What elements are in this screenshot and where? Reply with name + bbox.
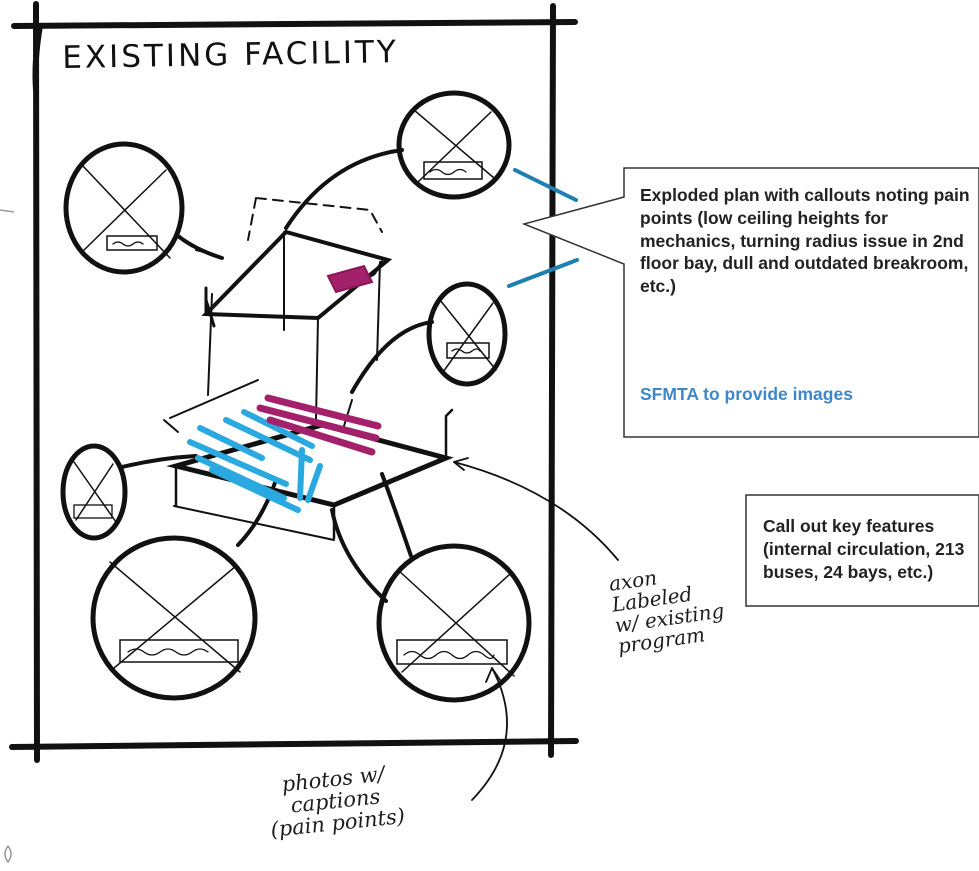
callout-action-text: SFMTA to provide images [640, 384, 853, 404]
axon-lower-floor [163, 379, 454, 541]
annotation-photos: photos w/ captions (pain points) [269, 761, 406, 842]
lower-floor-bays [187, 409, 323, 513]
upper-floor-highlight [326, 264, 374, 294]
sketch-title: EXISTING FACILITY [62, 34, 400, 76]
photo-bubble-bottom-right [376, 543, 532, 703]
photo-bubble-mid-right [426, 281, 508, 387]
annotation-axon: axon Labeled w/ existing program [607, 565, 726, 659]
callout-exploded-plan-text: Exploded plan with callouts noting pain … [640, 185, 970, 296]
callout-box-exploded [521, 167, 979, 438]
sketch-frame [9, 1, 579, 763]
callout-key-features-text: Call out key features (internal circulat… [763, 516, 965, 582]
pointer-marks [507, 168, 579, 288]
photo-bubble-top-right [396, 90, 512, 200]
callout-leaders [120, 148, 434, 603]
photo-placeholders [60, 90, 532, 703]
axon-upper-floor [195, 197, 393, 421]
lower-floor-program-highlight [256, 394, 382, 456]
photo-bubble-left [60, 443, 128, 541]
photo-bubble-top-left [63, 141, 185, 275]
callout-box-key-features [745, 494, 979, 607]
annotation-pointers [453, 457, 619, 801]
stray-marks [0, 209, 15, 864]
photo-bubble-bottom-left [90, 535, 258, 701]
